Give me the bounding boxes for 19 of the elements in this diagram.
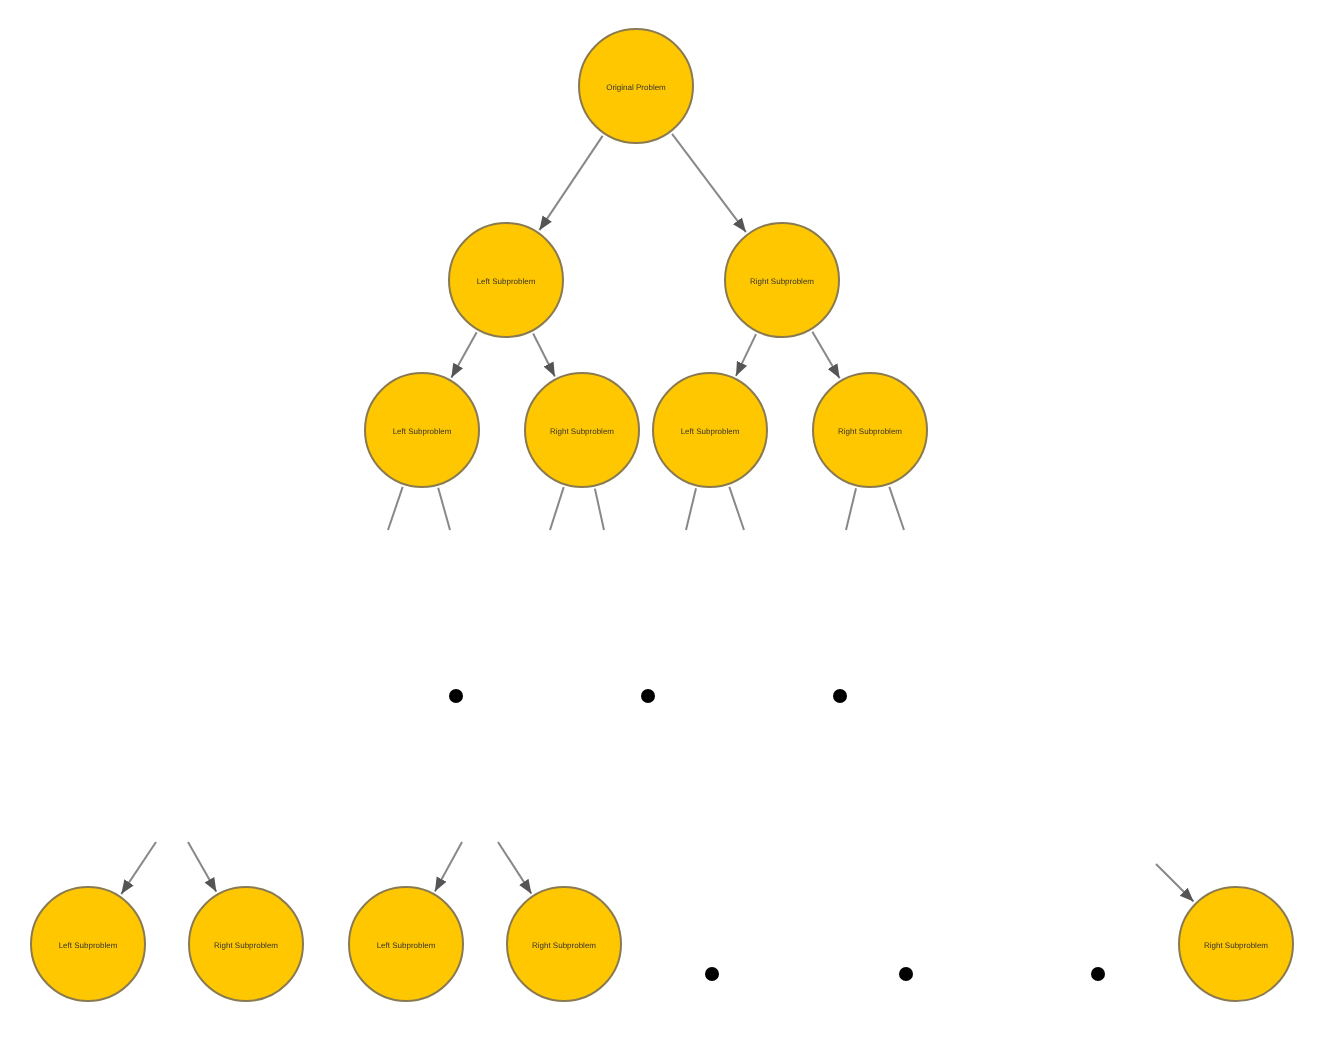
arrow <box>187 841 218 893</box>
arrow <box>1155 863 1195 903</box>
arrow <box>120 841 157 896</box>
branch-line <box>437 486 451 531</box>
branch-line <box>888 485 905 531</box>
arrow <box>450 331 478 379</box>
branch-line <box>387 485 404 531</box>
arrow <box>671 132 747 234</box>
arrow <box>811 330 841 380</box>
branch-line <box>845 487 857 531</box>
arrow <box>433 841 463 893</box>
arrow <box>532 332 556 378</box>
arrow <box>497 841 533 895</box>
arrow <box>538 134 604 232</box>
branch-line <box>685 487 697 531</box>
branch-line <box>728 485 745 531</box>
arrow <box>734 333 758 377</box>
branch-line <box>593 487 605 531</box>
branch-line <box>549 486 565 531</box>
